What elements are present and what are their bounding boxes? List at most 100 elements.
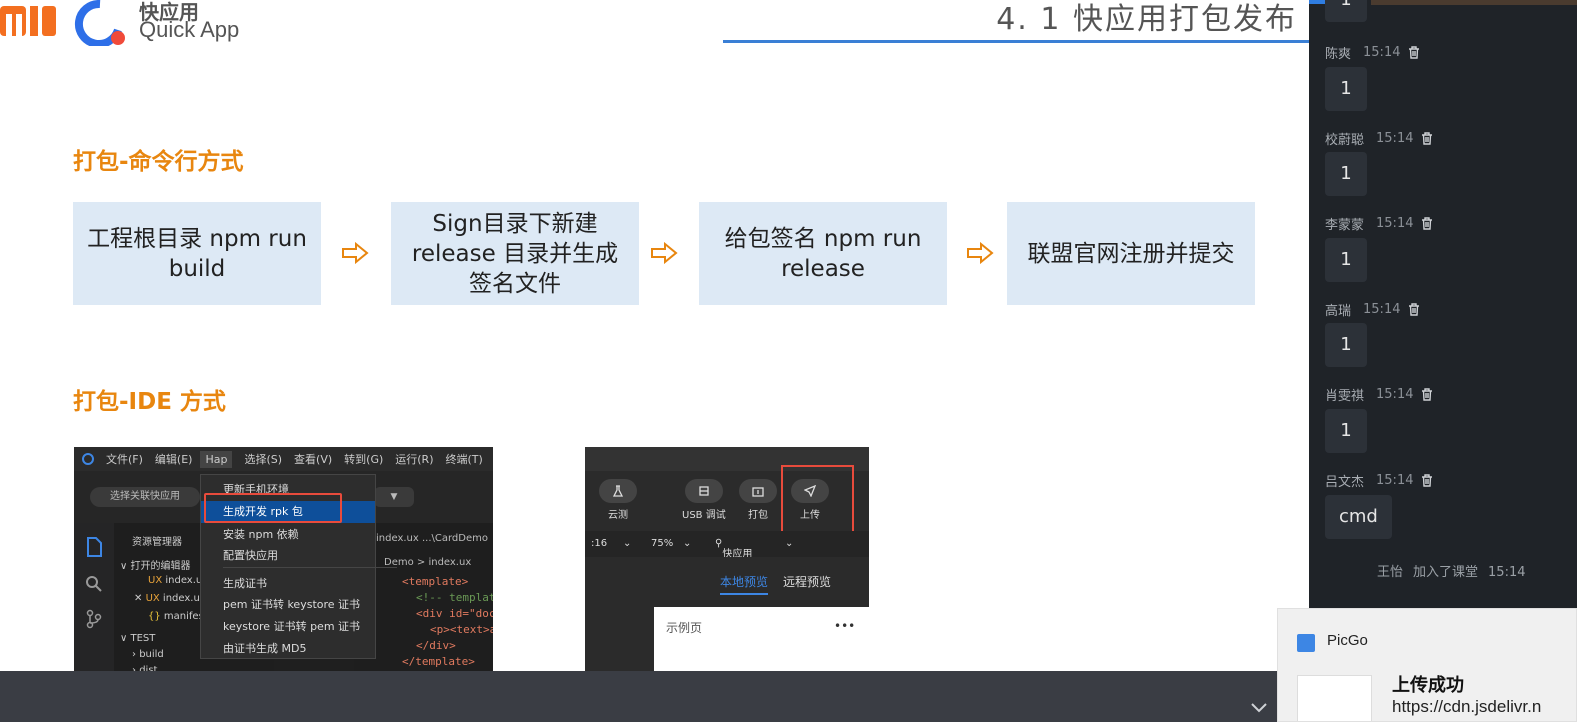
- chat-bubble: 1: [1325, 409, 1367, 453]
- step-sign-release: Sign目录下新建 release 目录并生成签名文件: [391, 202, 639, 305]
- arrow-right-icon: [967, 242, 994, 264]
- step-submit: 联盟官网注册并提交: [1007, 202, 1255, 305]
- system-user: 王怡: [1377, 565, 1404, 580]
- notification-url: https://cdn.jsdelivr.n: [1392, 697, 1542, 716]
- slide: 快应用 Quick App 4. 1 快应用打包发布 打包-命令行方式 工程根目…: [0, 0, 1309, 691]
- message-time: 15:14: [1363, 45, 1401, 60]
- code-line: <p><text>a: [430, 623, 493, 636]
- brand-cn-text: 快应用: [139, 0, 199, 24]
- editor-tab: index.ux ...\CardDemo: [376, 533, 488, 544]
- tool-label: USB 调试: [682, 510, 726, 521]
- trash-icon[interactable]: [1421, 217, 1433, 230]
- chevron-down-icon: ⌄: [623, 538, 632, 549]
- usb-icon: [699, 486, 709, 496]
- preview-tabs: 本地预览 远程预览: [585, 557, 869, 607]
- mi-logo-icon: [0, 6, 56, 36]
- system-time: 15:14: [1488, 565, 1526, 580]
- title-underline: [723, 40, 1309, 43]
- trash-icon[interactable]: [1421, 132, 1433, 145]
- sender-name: 吕文杰: [1325, 475, 1365, 490]
- chat-message-header: 吕文杰 15:14: [1325, 471, 1433, 490]
- arrow-right-icon: [342, 242, 369, 264]
- step-sign-package: 给包签名 npm run release: [699, 202, 947, 305]
- tab-local-preview: 本地预览: [720, 573, 769, 595]
- bottom-bar: [0, 671, 1290, 722]
- upload-tool: 上传: [791, 479, 829, 521]
- source-control-icon: [86, 609, 102, 629]
- highlight-box: [204, 493, 342, 523]
- chevron-down-icon: ⌄: [683, 538, 692, 549]
- select-app-pill: 选择关联快应用: [90, 487, 200, 507]
- chat-message-header: 陈爽 15:14: [1325, 43, 1420, 62]
- ide-activity-bar: [74, 523, 114, 691]
- menu-terminal: 终端(T): [445, 453, 483, 466]
- slide-title: 4. 1 快应用打包发布: [996, 2, 1297, 37]
- chat-message-header: 校蔚聪 15:14: [1325, 129, 1433, 148]
- menu-select: 选择(S): [244, 453, 283, 466]
- tab-indicator: [1309, 0, 1333, 4]
- section-ide-heading: 打包-IDE 方式: [73, 389, 226, 415]
- chat-panel: 1 陈爽 15:14 1 校蔚聪 15:14 1 李蒙蒙 15:14 1 高瑞 …: [1309, 0, 1577, 722]
- picgo-app-icon: [1297, 634, 1315, 652]
- system-action: 加入了课堂: [1413, 565, 1479, 580]
- ide-logo-icon: [82, 453, 94, 465]
- code-line: <template>: [402, 575, 469, 588]
- chevron-down-icon[interactable]: [1249, 700, 1269, 714]
- trash-icon[interactable]: [1421, 474, 1433, 487]
- sender-name: 肖雯祺: [1325, 389, 1365, 404]
- dropdown-pill: ▼: [374, 487, 414, 507]
- code-line: <!-- templat: [416, 591, 493, 604]
- tab-remote-preview: 远程预览: [783, 575, 832, 589]
- preview-title: 示例页: [666, 621, 703, 635]
- editor-breadcrumb: Demo > index.ux: [384, 557, 472, 568]
- menu-item-selected: 生成开发 rpk 包: [201, 501, 375, 523]
- notification-app-name: PicGo: [1327, 632, 1368, 649]
- message-time: 15:14: [1376, 387, 1414, 402]
- folder-test: ∨ TEST: [120, 633, 156, 644]
- menu-item: pem 证书转 keystore 证书: [223, 598, 361, 611]
- trash-icon[interactable]: [1408, 46, 1420, 59]
- tool-label: 打包: [748, 510, 768, 521]
- chat-bubble: 1: [1325, 67, 1367, 111]
- tool-label: 上传: [800, 510, 820, 521]
- app-select: ⚲ 快应用: [715, 538, 753, 560]
- menu-goto: 转到(G): [344, 453, 384, 466]
- zoom-level: 75%: [651, 538, 674, 549]
- menu-item: 安装 npm 依赖: [223, 528, 299, 541]
- chat-bubble: 1: [1325, 323, 1367, 367]
- highlight-box: [781, 465, 854, 541]
- menu-hap: Hap: [200, 450, 233, 468]
- menu-item: 生成证书: [223, 577, 267, 590]
- menu-item: 由证书生成 MD5: [223, 642, 307, 655]
- upload-thumbnail: [1297, 675, 1372, 721]
- chat-bubble: 1: [1325, 238, 1367, 282]
- notification-title: 上传成功: [1392, 675, 1464, 696]
- folder-item: › dist: [132, 665, 157, 676]
- file-item: ✕ UX index.ux: [134, 593, 206, 604]
- sender-name: 李蒙蒙: [1325, 218, 1365, 233]
- menu-view: 查看(V): [294, 453, 333, 466]
- step-build: 工程根目录 npm run build: [73, 202, 321, 305]
- send-icon: [804, 485, 816, 497]
- chat-message-header: 李蒙蒙 15:14: [1325, 214, 1433, 233]
- code-line: </div>: [416, 639, 456, 652]
- chat-bubble: cmd: [1325, 495, 1392, 539]
- picgo-notification[interactable]: PicGo 上传成功 https://cdn.jsdelivr.n: [1277, 608, 1577, 722]
- device-size: :16: [591, 538, 608, 549]
- cloud-test-tool: 云测: [599, 479, 637, 521]
- explorer-title: 资源管理器: [132, 537, 182, 548]
- system-message: 王怡加入了课堂 15:14: [1377, 561, 1536, 580]
- chevron-down-icon: ⌄: [785, 538, 794, 549]
- chat-message-header: 高瑞 15:14: [1325, 300, 1420, 319]
- trash-icon[interactable]: [1421, 388, 1433, 401]
- ide-menu-screenshot: 文件(F) 编辑(E) Hap 选择(S) 查看(V) 转到(G) 运行(R) …: [74, 447, 493, 691]
- more-icon: •••: [834, 619, 856, 633]
- message-time: 15:14: [1363, 302, 1401, 317]
- menu-item: 更新手机环境: [223, 483, 289, 496]
- usb-debug-tool: USB 调试: [682, 479, 726, 521]
- ide2-top-band: [585, 447, 869, 471]
- ide-toolbar-screenshot: 云测 USB 调试 打包 上传 :16 ⌄ 75% ⌄ ⚲ 快应用 ⌄: [585, 447, 869, 691]
- ide-menubar: 文件(F) 编辑(E) Hap 选择(S) 查看(V) 转到(G) 运行(R) …: [74, 447, 493, 471]
- trash-icon[interactable]: [1408, 303, 1420, 316]
- menu-item: keystore 证书转 pem 证书: [223, 620, 361, 633]
